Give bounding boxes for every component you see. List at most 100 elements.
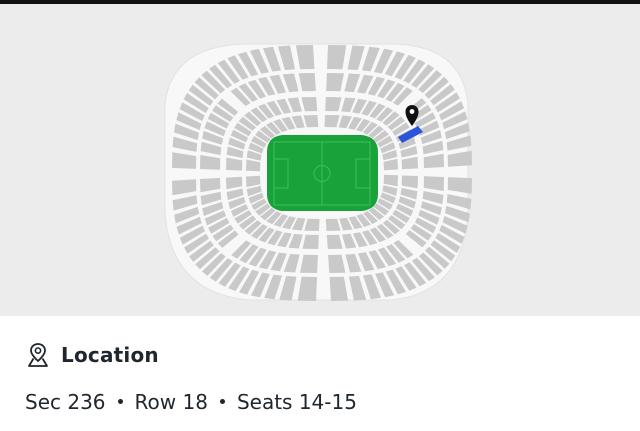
seating-section[interactable]: [380, 142, 396, 154]
seating-section[interactable]: [383, 174, 398, 187]
seating-section[interactable]: [369, 103, 386, 119]
seating-section[interactable]: [204, 121, 226, 137]
seating-section[interactable]: [373, 130, 389, 143]
seating-section[interactable]: [251, 136, 267, 148]
seating-section[interactable]: [362, 121, 378, 135]
seating-section[interactable]: [356, 118, 371, 132]
seating-section[interactable]: [392, 209, 410, 224]
seating-section[interactable]: [398, 196, 416, 209]
seating-section[interactable]: [259, 125, 276, 139]
seating-section[interactable]: [374, 48, 394, 74]
seating-section[interactable]: [226, 146, 244, 159]
seating-section[interactable]: [246, 159, 261, 172]
seating-section[interactable]: [217, 98, 239, 116]
seating-section[interactable]: [230, 204, 249, 217]
seating-section[interactable]: [363, 211, 378, 224]
seating-section[interactable]: [270, 252, 287, 272]
seating-section[interactable]: [250, 272, 270, 298]
seating-section[interactable]: [184, 233, 209, 254]
seating-section[interactable]: [418, 70, 442, 93]
seating-section[interactable]: [174, 123, 199, 141]
seating-section[interactable]: [209, 258, 233, 282]
seating-section[interactable]: [277, 45, 296, 71]
seating-section[interactable]: [295, 45, 315, 70]
seating-section[interactable]: [444, 122, 470, 140]
seating-section[interactable]: [344, 73, 361, 93]
seating-section[interactable]: [255, 203, 271, 216]
seating-section[interactable]: [217, 230, 239, 248]
seating-section[interactable]: [395, 203, 414, 217]
seating-section[interactable]: [174, 206, 200, 224]
seating-section[interactable]: [414, 217, 437, 234]
seating-section[interactable]: [339, 217, 353, 231]
seating-section[interactable]: [439, 224, 465, 244]
seating-section[interactable]: [341, 97, 356, 113]
seating-section[interactable]: [422, 191, 444, 205]
seating-section[interactable]: [266, 100, 282, 116]
seating-section[interactable]: [377, 198, 393, 210]
seating-section[interactable]: [234, 210, 252, 224]
seating-section[interactable]: [226, 176, 243, 190]
seating-section[interactable]: [446, 194, 472, 210]
seating-section[interactable]: [329, 276, 349, 301]
seating-section[interactable]: [400, 145, 418, 158]
seating-section[interactable]: [251, 224, 268, 239]
seating-section[interactable]: [424, 76, 449, 99]
seating-section[interactable]: [200, 141, 222, 155]
seating-section[interactable]: [439, 101, 465, 121]
seating-section[interactable]: [179, 102, 205, 122]
seating-section[interactable]: [388, 215, 406, 230]
seating-section[interactable]: [352, 98, 367, 114]
seating-section[interactable]: [382, 219, 400, 235]
seating-section[interactable]: [228, 266, 250, 292]
seating-section[interactable]: [207, 112, 230, 129]
seating-section[interactable]: [376, 107, 393, 122]
seating-section[interactable]: [226, 188, 244, 201]
seating-section[interactable]: [239, 269, 260, 295]
seating-section[interactable]: [401, 156, 418, 170]
seating-section[interactable]: [230, 129, 249, 143]
seating-section[interactable]: [291, 115, 305, 129]
seating-section[interactable]: [410, 224, 432, 241]
seating-section[interactable]: [273, 214, 288, 228]
seating-section[interactable]: [228, 137, 246, 150]
seating-section[interactable]: [276, 98, 292, 114]
seating-section[interactable]: [292, 217, 306, 231]
seating-section[interactable]: [418, 120, 440, 136]
seating-section[interactable]: [368, 207, 385, 221]
seating-section[interactable]: [195, 247, 220, 270]
seating-section[interactable]: [430, 240, 456, 262]
seating-section[interactable]: [403, 59, 426, 84]
seating-section[interactable]: [393, 240, 414, 259]
seating-section[interactable]: [442, 111, 468, 130]
seating-section[interactable]: [176, 216, 202, 235]
seating-section[interactable]: [377, 247, 397, 267]
seating-section[interactable]: [301, 97, 318, 112]
seating-section[interactable]: [200, 155, 221, 170]
seating-section[interactable]: [418, 209, 440, 225]
seating-section[interactable]: [377, 135, 393, 148]
seating-section[interactable]: [414, 112, 436, 129]
seating-section[interactable]: [342, 233, 357, 249]
seating-section[interactable]: [202, 253, 226, 276]
seating-section[interactable]: [249, 48, 269, 74]
seating-section[interactable]: [202, 130, 224, 145]
seating-section[interactable]: [172, 195, 198, 211]
seating-section[interactable]: [298, 73, 316, 92]
seating-section[interactable]: [288, 233, 303, 249]
seating-section[interactable]: [385, 82, 405, 102]
seating-section[interactable]: [324, 115, 340, 128]
seating-section[interactable]: [248, 192, 264, 204]
seating-section[interactable]: [269, 74, 287, 94]
seating-section[interactable]: [387, 116, 405, 131]
seating-section[interactable]: [258, 227, 275, 243]
seating-section[interactable]: [200, 177, 221, 193]
seating-section[interactable]: [373, 203, 390, 216]
seating-section[interactable]: [328, 254, 346, 273]
seating-section[interactable]: [435, 92, 460, 113]
seating-section[interactable]: [398, 136, 416, 150]
seating-section[interactable]: [264, 274, 283, 300]
seating-section[interactable]: [217, 59, 240, 84]
seating-section[interactable]: [375, 272, 395, 298]
seating-section[interactable]: [183, 93, 209, 114]
